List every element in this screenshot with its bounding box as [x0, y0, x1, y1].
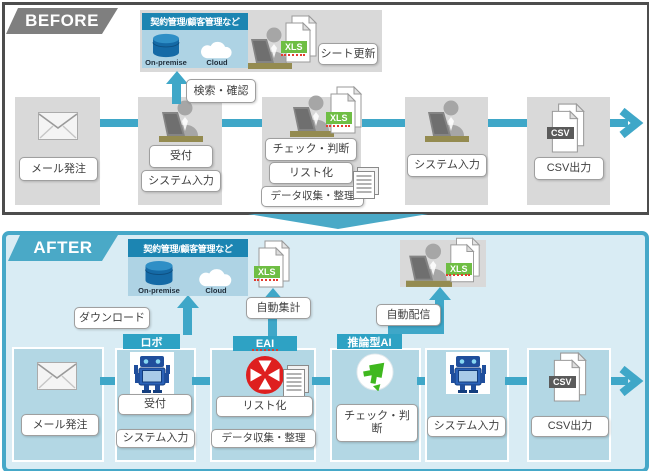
step-label: CSV出力 — [534, 157, 604, 180]
after-banner: AFTER — [8, 235, 118, 261]
step-label: システム入力 — [116, 429, 195, 448]
system-box-title: 契約管理/顧客管理など — [128, 239, 248, 257]
flow-end-arrow — [606, 108, 644, 138]
robot-icon — [132, 353, 172, 393]
eai-integration-icon — [245, 355, 285, 395]
up-arrow-head — [177, 295, 199, 308]
up-arrow-shaft — [183, 306, 192, 335]
csv-file-icon: CSV — [549, 352, 589, 402]
xls-badge: XLS — [281, 41, 307, 53]
flow-end-arrow — [606, 366, 644, 396]
sheet-update-label: シート更新 — [318, 43, 378, 65]
on-premise-label: On-premise — [145, 58, 187, 67]
spellcheck-squiggle — [326, 125, 350, 127]
xls-badge: XLS — [446, 263, 472, 275]
mail-envelope-icon — [37, 362, 77, 390]
notes-list-icon — [281, 364, 311, 398]
csv-badge: CSV — [549, 376, 576, 388]
xls-file-icon: XLS — [326, 86, 364, 134]
xls-badge: XLS — [326, 112, 352, 124]
download-label: ダウンロード — [74, 307, 150, 329]
flow-connector — [312, 377, 330, 385]
up-arrow-head — [166, 71, 188, 84]
step-label: データ収集・整理 — [261, 186, 364, 207]
xls-file-icon: XLS — [254, 240, 292, 288]
step-label: 受付 — [149, 145, 213, 168]
step-label: システム入力 — [427, 416, 506, 437]
step-label: リスト化 — [216, 396, 313, 417]
spellcheck-squiggle — [446, 274, 470, 276]
document-pages-icon — [448, 237, 482, 283]
spellcheck-squiggle — [252, 349, 278, 351]
step-label: 受付 — [118, 394, 192, 415]
cloud-label: Cloud — [205, 286, 227, 295]
csv-badge: CSV — [547, 127, 574, 139]
on-premise-database-icon — [142, 260, 176, 287]
tab-robot: ロボ — [123, 334, 180, 349]
auto-aggregate-label: 自動集計 — [246, 297, 311, 319]
cloud-icon — [198, 38, 236, 59]
tab-eai: EAI — [233, 336, 297, 351]
flow-connector — [488, 119, 527, 127]
step-label: チェック・判断 — [336, 404, 418, 442]
step-label: メール発注 — [21, 414, 99, 436]
spellcheck-squiggle — [254, 279, 278, 281]
before-banner: BEFORE — [6, 8, 118, 34]
elbow-arrow-horizontal — [388, 326, 444, 334]
flow-connector — [362, 119, 405, 127]
flow-connector — [417, 377, 425, 385]
up-arrow-shaft — [172, 82, 181, 104]
mail-envelope-icon — [38, 112, 78, 140]
xls-file-icon: XLS — [281, 15, 319, 63]
step-label: CSV出力 — [531, 416, 609, 437]
flow-connector — [100, 377, 115, 385]
flow-connector — [505, 377, 527, 385]
on-premise-label: On-premise — [138, 286, 180, 295]
flow-connector — [100, 119, 138, 127]
before-to-after-arrow — [248, 214, 428, 229]
up-arrow-head — [429, 287, 451, 300]
step-label: チェック・判断 — [265, 138, 357, 161]
system-box-title: 契約管理/顧客管理など — [142, 13, 248, 30]
tab-inference-ai: 推論型AI — [337, 334, 402, 349]
search-confirm-label: 検索・確認 — [186, 79, 256, 103]
spellcheck-squiggle — [281, 54, 305, 56]
csv-file-icon: CSV — [547, 103, 587, 153]
step-label: システム入力 — [407, 154, 487, 177]
cloud-label: Cloud — [206, 58, 228, 67]
cloud-icon — [196, 265, 236, 287]
flow-connector — [192, 377, 210, 385]
step-label: リスト化 — [269, 162, 353, 184]
xls-file-icon: XLS — [446, 237, 482, 283]
step-label: メール発注 — [19, 157, 98, 181]
flow-connector — [222, 119, 262, 127]
robot-icon — [448, 353, 488, 393]
before-step-system-entry — [405, 97, 488, 205]
worker-at-laptop-icon — [159, 100, 203, 142]
xls-badge: XLS — [254, 266, 280, 278]
worker-at-laptop-icon — [425, 100, 469, 142]
inference-ai-icon — [356, 353, 394, 391]
step-label: データ収集・整理 — [211, 429, 316, 448]
notes-list-icon — [351, 166, 381, 200]
auto-deliver-label: 自動配信 — [376, 304, 441, 326]
on-premise-database-icon — [150, 33, 182, 59]
step-label: システム入力 — [141, 170, 221, 192]
